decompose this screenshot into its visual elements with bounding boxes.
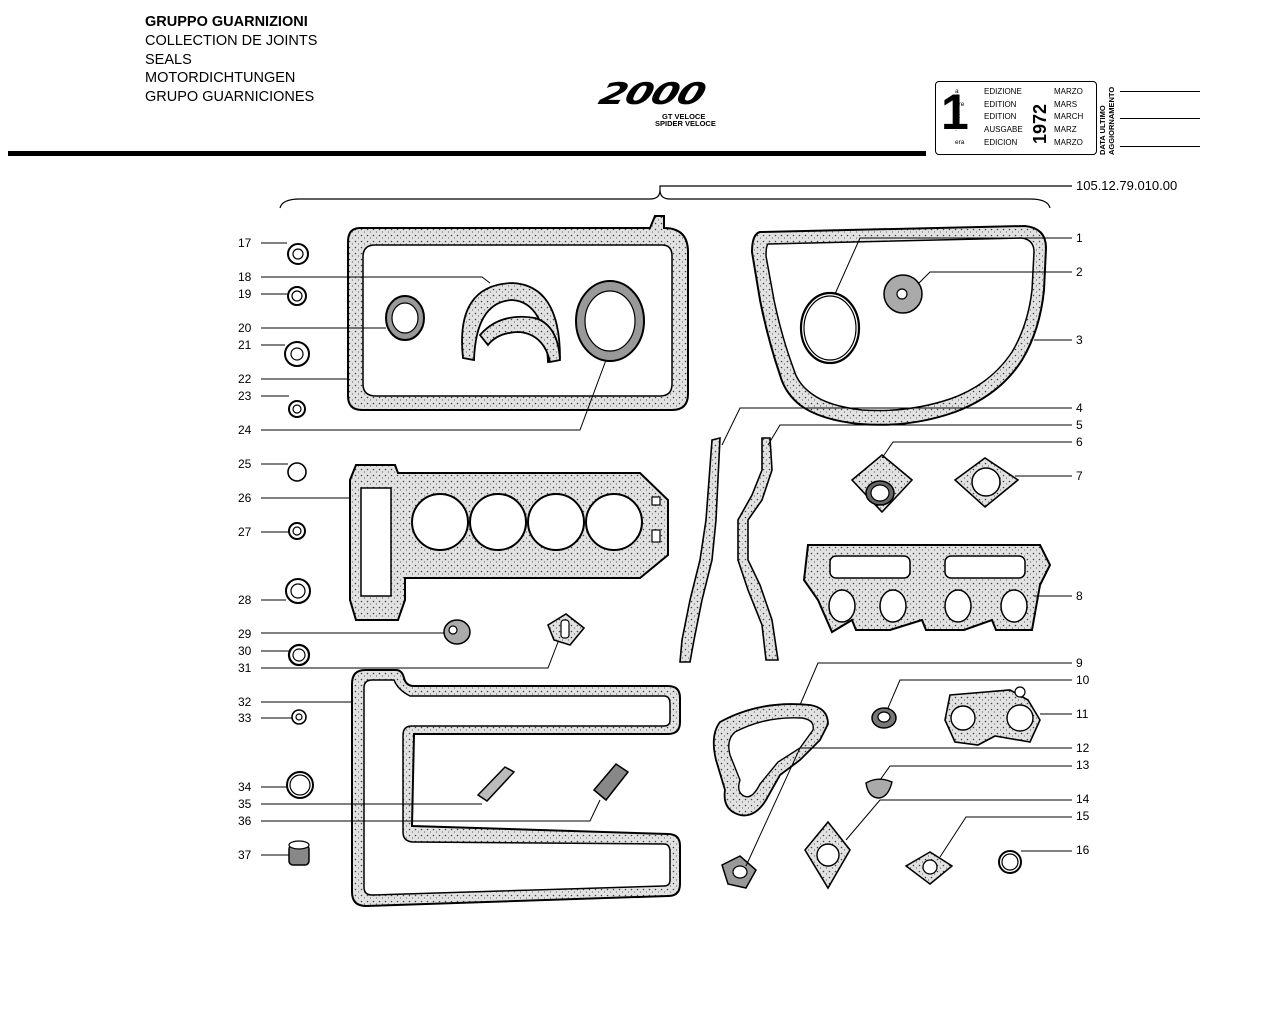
tube-seal-35 (476, 766, 516, 802)
callout-10: 10 (1076, 673, 1090, 687)
washer-25 (287, 462, 307, 482)
callout-17: 17 (238, 236, 252, 250)
callout-2: 2 (1076, 265, 1083, 279)
callout-1: 1 (1076, 231, 1083, 245)
edition-months: MARZO MARS MARCH MARZ MARZO (1054, 87, 1084, 147)
flange-gasket-7 (953, 457, 1020, 509)
tube-seal-36 (592, 763, 630, 802)
callout-4: 4 (1076, 401, 1083, 415)
callout-16: 16 (1076, 843, 1090, 857)
callout-31: 31 (238, 661, 252, 675)
washer-30 (287, 643, 311, 667)
grommet-29 (443, 619, 471, 645)
seal-2 (883, 274, 923, 314)
title-es: GRUPO GUARNICIONES (145, 89, 315, 106)
head-gasket-26 (349, 464, 669, 621)
seal-34 (286, 771, 314, 799)
model-line-1: GT VELOCE (662, 112, 706, 121)
seal-21 (284, 341, 310, 367)
model-logo: 2000 GT VELOCE SPIDER VELOCE (594, 77, 725, 130)
callout-23: 23 (238, 389, 252, 403)
washer-16 (998, 850, 1022, 874)
callout-25: 25 (238, 457, 252, 471)
callout-8: 8 (1076, 589, 1083, 603)
title-fr: COLLECTION DE JOINTS (145, 32, 318, 49)
seal-13 (865, 778, 893, 799)
callout-7: 7 (1076, 469, 1083, 483)
flange-gasket-14 (804, 820, 851, 890)
o-ring-1 (799, 291, 861, 365)
callout-14: 14 (1076, 792, 1090, 806)
washer-27 (288, 522, 306, 540)
update-line-3 (1120, 146, 1200, 147)
grommet-10 (871, 707, 897, 729)
washer-28 (285, 578, 311, 604)
update-line-1 (1120, 91, 1200, 92)
washer-17 (287, 243, 309, 265)
callout-30: 30 (238, 644, 252, 658)
callout-22: 22 (238, 372, 252, 386)
callout-15: 15 (1076, 809, 1090, 823)
washer-33 (291, 709, 307, 725)
callout-20: 20 (238, 321, 252, 335)
flange-gasket-6 (850, 453, 914, 514)
kit-part-number: 105.12.79.010.00 (1076, 178, 1178, 193)
washer-23 (288, 400, 306, 418)
callout-24: 24 (238, 423, 252, 437)
thermostat-gasket-11 (944, 686, 1041, 746)
manifold-gasket-8 (802, 544, 1052, 634)
oil-seal-20 (385, 295, 425, 341)
edition-number: 1 (941, 84, 969, 140)
model-line-2: SPIDER VELOCE (655, 119, 716, 128)
header-rule (8, 151, 926, 156)
strip-gasket-4 (679, 436, 721, 663)
callout-28: 28 (238, 593, 252, 607)
edition-labels: EDIZIONE EDITION EDITION AUSGABE EDICION (984, 87, 1023, 147)
callout-12: 12 (1076, 741, 1090, 755)
kit-leader (659, 185, 1072, 190)
gasket-12 (721, 855, 757, 889)
callout-32: 32 (238, 695, 252, 709)
callout-35: 35 (238, 797, 252, 811)
washer-19 (287, 286, 307, 306)
callout-18: 18 (238, 270, 252, 284)
callout-33: 33 (238, 711, 252, 725)
title-it: GRUPPO GUARNIZIONI (145, 14, 308, 30)
title-de: MOTORDICHTUNGEN (145, 70, 296, 87)
callout-36: 36 (238, 814, 252, 828)
update-line-2 (1120, 118, 1200, 119)
callout-29: 29 (238, 627, 252, 641)
pump-gasket-31 (547, 613, 586, 646)
callout-9: 9 (1076, 656, 1083, 670)
strip-gasket-5 (737, 437, 779, 661)
callout-19: 19 (238, 287, 252, 301)
callout-11: 11 (1076, 707, 1089, 721)
callout-27: 27 (238, 525, 252, 539)
timing-cover-gasket-3 (750, 224, 1048, 426)
plug-37 (288, 840, 310, 866)
bearing-gasket-18 (461, 282, 561, 364)
title-en: SEALS (145, 51, 192, 68)
callout-34: 34 (238, 780, 252, 794)
rear-seal-24 (575, 280, 645, 362)
callout-13: 13 (1076, 758, 1090, 772)
edition-suffixes: a ère st . era (955, 88, 965, 146)
callout-21: 21 (238, 338, 252, 352)
rocker-cover-gasket-32 (351, 669, 681, 908)
callout-6: 6 (1076, 435, 1083, 449)
callout-3: 3 (1076, 333, 1083, 347)
kit-bracket (279, 189, 1051, 209)
callout-26: 26 (238, 491, 252, 505)
leader-lines (261, 237, 1072, 867)
callout-37: 37 (238, 848, 252, 862)
header-titles: GRUPPO GUARNIZIONI COLLECTION DE JOINTS … (145, 13, 317, 107)
edition-box: 1 a ère st . era EDIZIONE EDITION EDITIO… (935, 81, 1097, 155)
water-pump-gasket-9 (712, 703, 829, 817)
callout-5: 5 (1076, 418, 1083, 432)
flange-gasket-15 (904, 851, 954, 885)
